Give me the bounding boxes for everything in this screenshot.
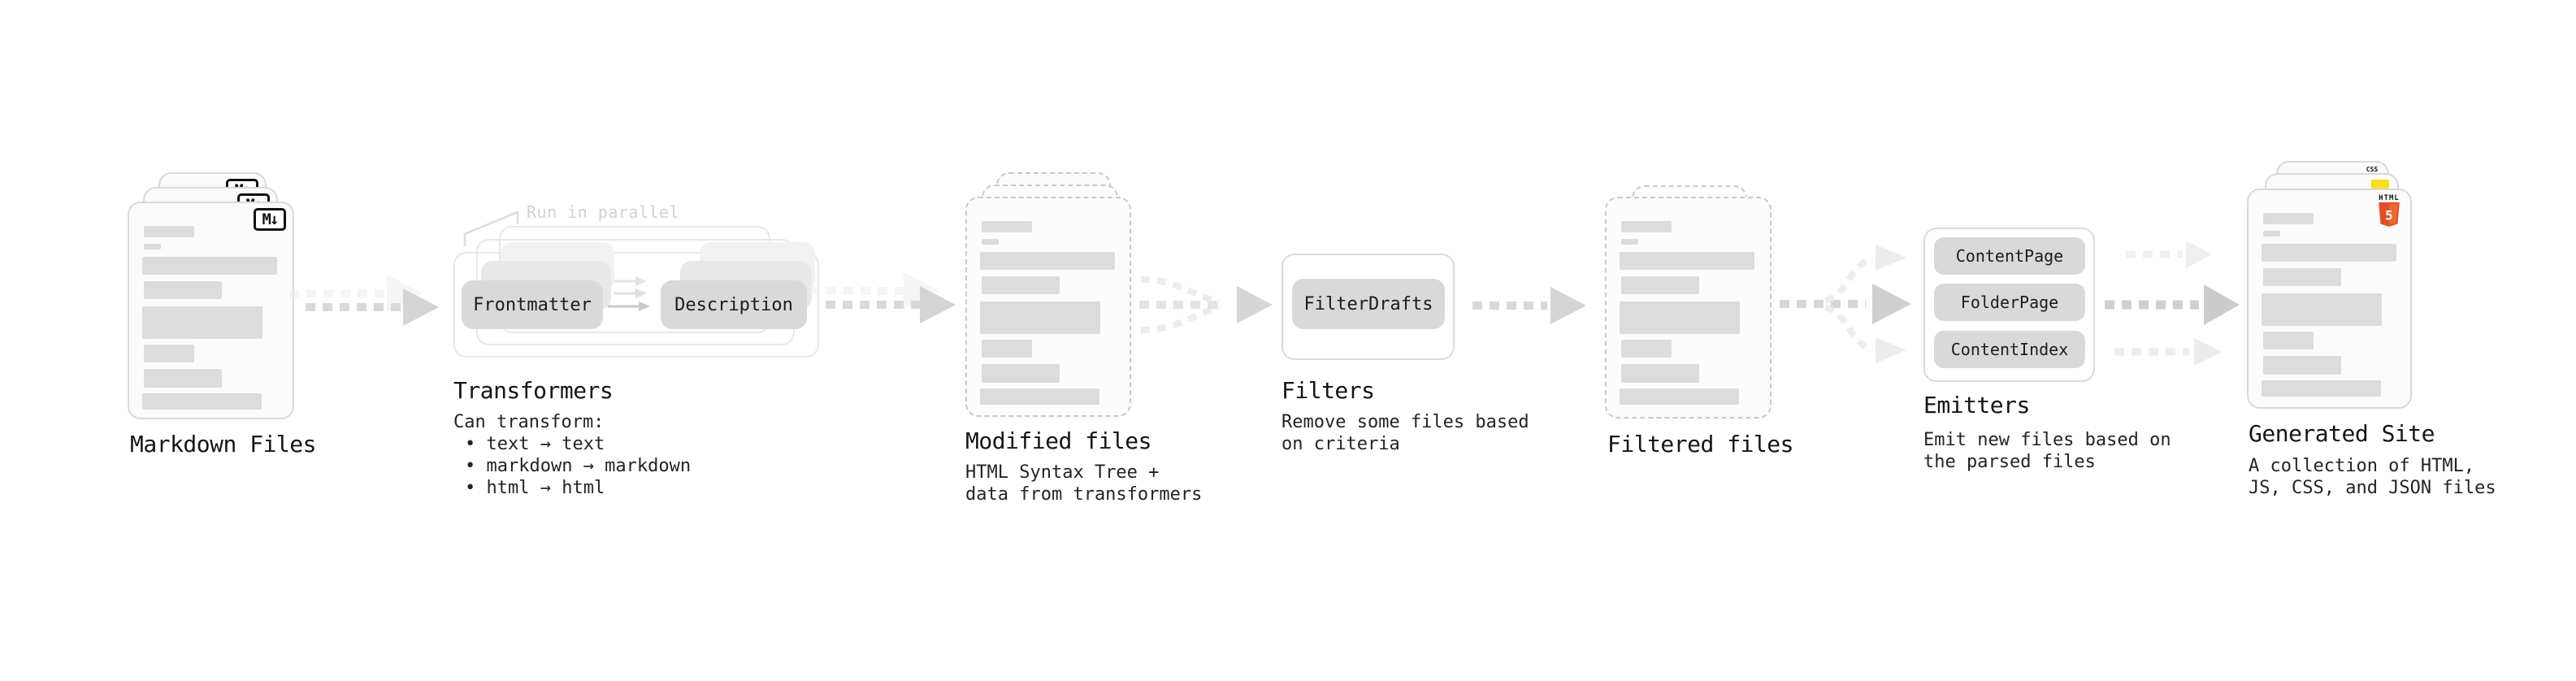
markdown-file-card-front: M↓ [128,202,294,419]
content-bar [144,345,194,362]
filters-desc-line: Remove some files based [1281,412,1529,432]
description-pill: Description [661,280,807,329]
content-bar [982,239,999,245]
arrow-modified-to-filters-merge [1139,276,1273,333]
content-bar [982,276,1060,294]
generated-file-card-html: HTML 5 [2247,189,2412,409]
content-bar [980,252,1115,270]
modified-desc-line: HTML Syntax Tree + [965,462,1160,483]
css-icon-word: CSS [2366,166,2379,173]
transformers-bullet: • markdown → markdown [465,456,692,476]
contentindex-pill: ContentIndex [1934,331,2085,368]
content-bar [1620,252,1754,270]
content-bar [1621,276,1699,294]
content-bar [1621,221,1672,232]
emitters-label: Emitters [1923,392,2030,419]
filtered-files-label: Filtered files [1607,431,1794,458]
generated-site-label: Generated Site [2249,420,2435,447]
content-bar [1620,301,1740,334]
transformers-label: Transformers [453,377,614,404]
svg-text:5: 5 [2385,207,2393,223]
markdown-files-label: Markdown Files [130,431,317,458]
arrow-filters-to-filtered [1472,287,1586,324]
content-bar [2263,213,2314,224]
content-bar [982,364,1060,383]
content-bar [144,226,194,237]
emitters-description: Emit new files based on the parsed files [1923,429,2171,473]
filterdrafts-pill: FilterDrafts [1292,279,1445,329]
emitters-desc-line: the parsed files [1923,452,2096,472]
javascript-icon [2371,180,2389,189]
modified-files-description: HTML Syntax Tree + data from transformer… [965,462,1202,505]
content-bar [144,281,222,299]
content-bar [142,393,262,410]
markdown-icon: M↓ [254,208,286,231]
content-bar [1621,364,1699,383]
html5-shield-icon: 5 [2379,202,2400,227]
filters-description: Remove some files based on criteria [1281,411,1529,455]
content-bar [142,257,277,275]
content-bar [1621,340,1672,358]
content-bar [980,301,1100,334]
arrow-emitters-to-generated-top [2126,241,2212,268]
content-bar [1620,388,1739,405]
content-bar [982,221,1032,232]
generated-site-description: A collection of HTML, JS, CSS, and JSON … [2249,455,2496,499]
transformers-bullet: • html → html [465,478,605,498]
transformer-run-container-front [453,252,819,358]
folderpage-pill: FolderPage [1934,284,2085,321]
arrow-transformers-to-modified-echo [809,272,939,310]
content-bar [144,244,161,249]
content-bar [1621,239,1638,245]
modified-desc-line: data from transformers [965,484,1203,505]
generated-desc-line: JS, CSS, and JSON files [2249,478,2496,498]
filters-desc-line: on criteria [1281,434,1400,454]
content-bar [982,340,1032,358]
html5-icon: HTML 5 [2377,194,2401,232]
content-bar [2263,268,2341,286]
generated-desc-line: A collection of HTML, [2249,456,2475,476]
filtered-file-card-front [1605,197,1772,419]
arrow-markdown-to-transformers-echo [289,275,423,312]
html5-icon-word: HTML [2379,194,2400,202]
content-bar [2263,231,2280,236]
arrow-markdown-to-transformers [306,288,439,326]
transformers-description: Can transform: • text → text • markdown … [453,411,691,499]
content-bar [2263,356,2341,375]
modified-file-card-front [965,197,1131,417]
content-bar [142,306,262,339]
emitters-desc-line: Emit new files based on [1923,430,2171,450]
content-bar [144,369,222,388]
content-bar [2263,332,2314,349]
frontmatter-pill: Frontmatter [462,280,603,329]
contentpage-pill: ContentPage [1934,237,2085,275]
arrow-filtered-to-emitters-fanout [1780,245,1911,363]
run-in-parallel-note: Run in parallel [527,202,680,222]
filters-label: Filters [1281,377,1375,404]
modified-files-label: Modified files [965,427,1152,454]
content-bar [2262,293,2382,326]
arrow-transformers-to-modified [826,286,956,323]
arrow-emitters-to-generated-bottom [2114,338,2222,366]
transformers-bullet: • text → text [465,434,605,454]
content-bar [2262,244,2396,262]
content-bar [2262,380,2381,397]
content-bar [980,388,1099,405]
transformers-desc-title: Can transform: [453,412,605,432]
arrow-emitters-to-generated-middle [2105,284,2240,325]
